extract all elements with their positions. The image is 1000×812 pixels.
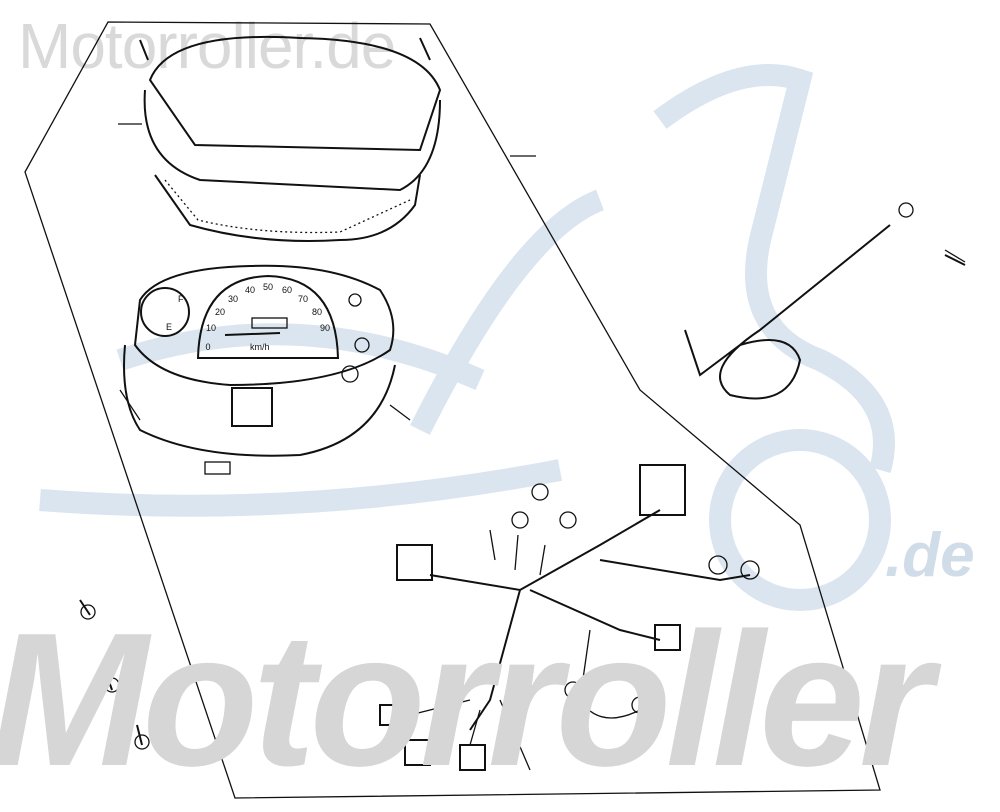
tick-80: 80 (312, 307, 322, 317)
tick-90: 90 (320, 323, 330, 333)
assembly-outline (24, 21, 881, 799)
wiring-harness (379, 464, 760, 771)
scooter-logo-watermark (39, 64, 895, 611)
speed-unit: km/h (250, 342, 270, 352)
watermark-suffix: .de (885, 521, 975, 590)
tick-20: 20 (215, 307, 225, 317)
meter-cover (118, 35, 536, 242)
fuel-empty: E (166, 322, 172, 332)
speedometer-cable (684, 202, 966, 400)
fuel-full: F (178, 294, 184, 304)
tick-10: 10 (206, 323, 216, 333)
screws (79, 37, 966, 750)
tick-60: 60 (282, 285, 292, 295)
tick-70: 70 (298, 294, 308, 304)
speedometer-assembly: 0 10 20 30 40 50 60 70 80 90 km/h F E (119, 264, 411, 475)
watermark-top: Motorroller.de (18, 10, 396, 82)
watermark-big: Motorroller (0, 594, 933, 806)
tick-50: 50 (263, 282, 273, 292)
tick-30: 30 (228, 294, 238, 304)
tick-40: 40 (245, 285, 255, 295)
tick-0: 0 (205, 342, 210, 352)
